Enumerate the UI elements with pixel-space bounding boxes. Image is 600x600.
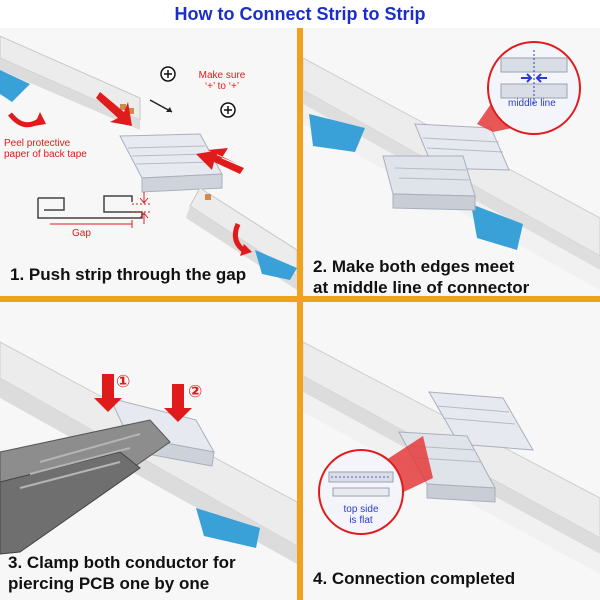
step1-caption: 1. Push strip through the gap: [10, 265, 247, 284]
make-sure-label: Make sure: [198, 70, 246, 81]
step3-panel: ① ② 3. Clamp both conductor for piercing…: [0, 302, 297, 600]
step3-caption-line1: 3. Clamp both conductor for: [8, 553, 236, 572]
blue-tape: [196, 508, 260, 548]
step-number-2: ②: [188, 382, 203, 401]
push-arrow-left: [96, 92, 132, 126]
step2-caption-line2: at middle line of connector: [313, 278, 530, 296]
horizontal-divider: [0, 296, 600, 302]
step4-panel: top side is flat 4. Connection completed: [303, 302, 600, 600]
clamp-arrow-2: [164, 384, 192, 422]
step1-illustration: [0, 35, 297, 290]
page-title: How to Connect Strip to Strip: [174, 4, 426, 24]
is-flat-label: is flat: [349, 515, 373, 526]
middle-line-label: middle line: [508, 98, 556, 109]
top-side-label: top side: [343, 504, 379, 515]
gap-label: Gap: [72, 228, 91, 239]
peel-label-line2: paper of back tape: [4, 149, 87, 160]
step2-illustration: [303, 41, 600, 290]
step4-illustration: [303, 341, 600, 574]
step4-caption: 4. Connection completed: [313, 569, 516, 588]
push-arrow-right: [196, 150, 244, 174]
step3-illustration: [0, 341, 297, 564]
vertical-divider: [297, 28, 303, 600]
clamp-arrow-1: [94, 374, 122, 412]
step3-caption-line2: piercing PCB one by one: [8, 574, 210, 593]
step1-panel: Make sure ‘+’ to ‘+’ Peel protective pap…: [0, 28, 297, 296]
plus-to-plus-label: ‘+’ to ‘+’: [204, 81, 240, 92]
step2-caption-line1: 2. Make both edges meet: [313, 257, 515, 276]
blue-tape: [309, 114, 365, 152]
step-number-1: ①: [116, 372, 131, 391]
step2-panel: middle line 2. Make both edges meet at m…: [303, 28, 600, 296]
peel-label-line1: Peel protective: [4, 138, 71, 149]
blue-tape: [0, 70, 30, 102]
